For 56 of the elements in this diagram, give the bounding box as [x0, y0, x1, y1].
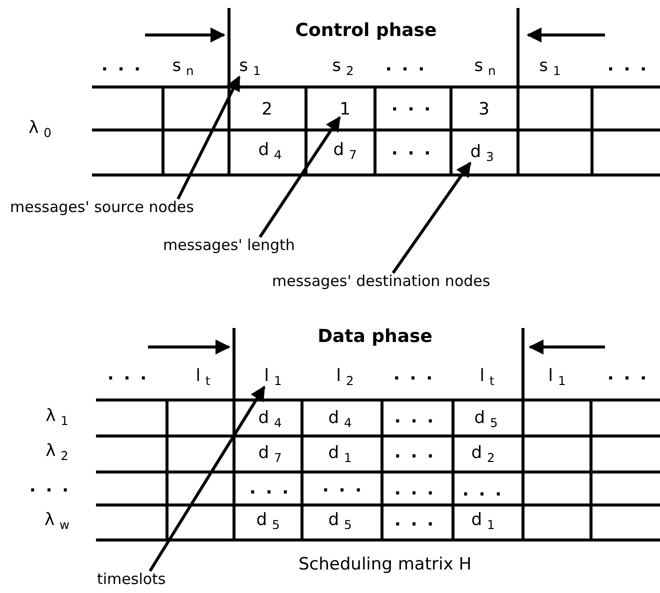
ellipsis: . . .	[394, 480, 436, 500]
table-label: d$_{5}$	[474, 409, 498, 431]
table-label: λ$_{0}$	[28, 119, 52, 141]
leader-line	[148, 386, 266, 572]
ellipsis: . . .	[462, 482, 504, 500]
table-label: s$_{1}$	[539, 57, 561, 79]
table-label: d$_{1}$	[471, 511, 495, 533]
ellipsis: . . .	[607, 366, 649, 384]
table-label: λ$_{w}$	[44, 511, 70, 533]
table-label: d$_{7}$	[333, 141, 357, 163]
ellipsis: . . .	[607, 56, 649, 76]
table-label: d$_{4}$	[328, 409, 352, 431]
table-label: l$_{1}$	[548, 367, 566, 389]
table-label: d$_{5}$	[256, 511, 280, 533]
ellipsis: . . .	[322, 478, 364, 496]
ellipsis: . . .	[107, 366, 149, 384]
ellipsis: . . .	[393, 366, 435, 384]
table-label: 3	[478, 100, 490, 120]
ellipsis: . . .	[391, 140, 433, 160]
table-label: d$_{5}$	[328, 511, 352, 533]
table-label: d$_{2}$	[471, 444, 495, 466]
table-label: d$_{4}$	[258, 409, 282, 431]
annotation-text: messages' destination nodes	[272, 273, 490, 290]
table-label: s$_{n}$	[172, 57, 194, 79]
leader-line	[176, 76, 241, 200]
table-label: s$_{2}$	[332, 57, 354, 79]
ellipsis: . . .	[394, 512, 436, 530]
table-label: 2	[262, 100, 272, 120]
ellipsis: . . .	[29, 478, 71, 496]
ellipsis: . . .	[385, 56, 427, 76]
table-label: s$_{n}$	[474, 57, 496, 79]
table-label: λ$_{2}$	[46, 442, 68, 464]
leader-line	[258, 116, 341, 238]
ellipsis: . . .	[394, 444, 436, 462]
ellipsis: . . .	[249, 480, 291, 498]
pointed-entry: s$_{1}$	[239, 57, 261, 79]
table-label: l$_{t}$	[480, 367, 494, 389]
ellipsis: . . .	[394, 408, 436, 428]
ellipsis: . . .	[391, 96, 433, 116]
table-label: l$_{t}$	[196, 367, 210, 389]
table-label: d$_{4}$	[258, 141, 282, 163]
pointed-entry: 1	[340, 100, 350, 120]
section-title: Control phase	[295, 21, 437, 41]
annotation-text: messages' length	[163, 237, 295, 254]
table-label: d$_{7}$	[258, 444, 282, 466]
table-label: d$_{1}$	[328, 444, 352, 466]
pointed-entry: l$_{1}$	[264, 367, 282, 389]
table-label: λ$_{1}$	[46, 407, 68, 429]
annotation-text: timeslots	[97, 571, 166, 588]
ellipsis: . . .	[101, 56, 143, 76]
pointed-entry: d$_{3}$	[470, 143, 494, 165]
table-label: l$_{2}$	[336, 367, 354, 389]
section-title: Data phase	[318, 327, 432, 347]
caption: Scheduling matrix H	[298, 556, 472, 574]
leader-line	[392, 162, 472, 274]
annotation-text: messages' source nodes	[10, 199, 194, 216]
